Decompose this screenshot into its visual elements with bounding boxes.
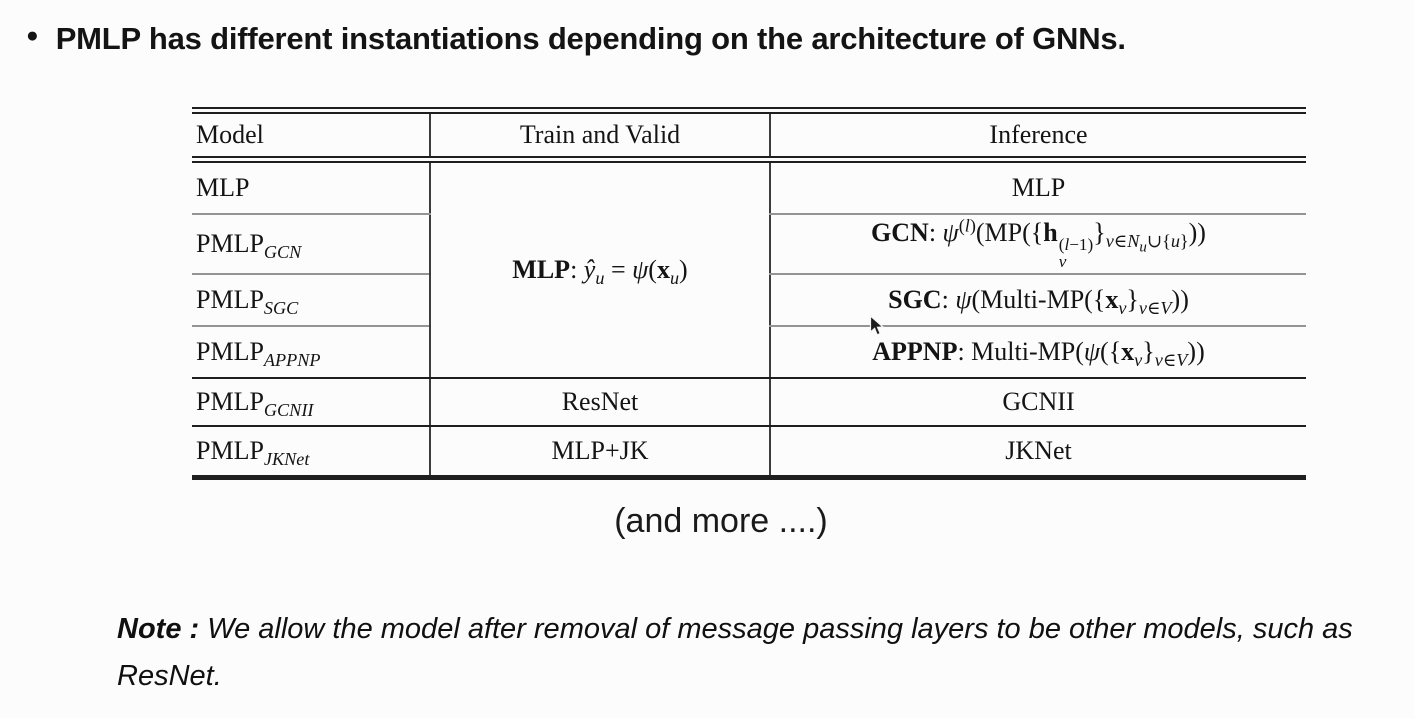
and-more-caption: (and more ....) [614, 502, 828, 540]
merged-train-formula-cell: MLP: ŷu = ψ(xu) [429, 159, 770, 379]
inference-cell-sgc: SGC: ψ(Multi-MP({xv}v∈V)) [769, 274, 1306, 327]
table-row-pmlp-sgc: PMLPSGC SGC: ψ(Multi-MP({xv}v∈V)) [192, 274, 1306, 327]
col-header-inference: Inference [769, 107, 1306, 163]
model-cell-pmlp-jknet: PMLPJKNet [192, 426, 430, 480]
note-label: Note : [117, 613, 200, 645]
title-row: ● PMLP has different instantiations depe… [26, 20, 1410, 59]
train-cell-mlp-jk: MLP+JK [429, 426, 770, 480]
model-cell-pmlp-gcn: PMLPGCN [192, 214, 430, 275]
model-cell-pmlp-gcnii: PMLPGCNII [192, 378, 430, 427]
inference-cell-mlp: MLP [769, 159, 1306, 215]
model-cell-mlp: MLP [192, 159, 430, 215]
inference-cell-gcnii: GCNII [769, 378, 1306, 427]
mouse-cursor-icon [869, 315, 885, 336]
model-cell-pmlp-sgc: PMLPSGC [192, 274, 430, 327]
note-body: We allow the model after removal of mess… [117, 613, 1353, 692]
table-row-mlp: MLP MLP: ŷu = ψ(xu) MLP [192, 159, 1306, 379]
inference-cell-appnp: APPNP: Multi-MP(ψ({xv}v∈V)) [769, 326, 1306, 379]
inference-cell-jknet: JKNet [769, 426, 1306, 480]
table-row-pmlp-gcnii: PMLPGCNII ResNet GCNII [192, 378, 1306, 427]
col-header-train-valid: Train and Valid [429, 107, 770, 163]
note-text: Note : We allow the model after removal … [117, 606, 1379, 700]
page-title: PMLP has different instantiations depend… [55, 21, 1126, 56]
col-header-model: Model [192, 107, 430, 163]
inference-cell-gcn: GCN: ψ(l)(MP({h(l−1)v}v∈Nu∪{u})) [769, 214, 1306, 275]
bullet-icon: ● [26, 24, 39, 47]
table-header-row: Model Train and Valid Inference [192, 107, 1306, 163]
table-row-pmlp-appnp: PMLPAPPNP APPNP: Multi-MP(ψ({xv}v∈V)) [192, 326, 1306, 379]
train-cell-resnet: ResNet [429, 378, 770, 427]
table-row-pmlp-jknet: PMLPJKNet MLP+JK JKNet [192, 426, 1306, 480]
instantiation-table: Model Train and Valid Inference MLP MLP:… [192, 107, 1306, 480]
model-cell-pmlp-appnp: PMLPAPPNP [192, 326, 430, 379]
table-row-pmlp-gcn: PMLPGCN GCN: ψ(l)(MP({h(l−1)v}v∈Nu∪{u})) [192, 214, 1306, 275]
table-wrap: Model Train and Valid Inference MLP MLP:… [192, 107, 1306, 480]
